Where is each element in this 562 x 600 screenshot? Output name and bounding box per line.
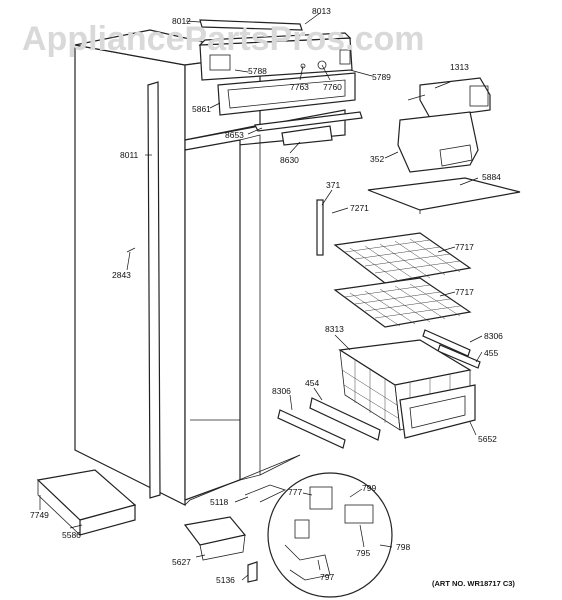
label-799: 799: [362, 483, 376, 493]
label-2843: 2843: [112, 270, 131, 280]
watermark-text: AppliancePartsPros.com: [22, 20, 424, 58]
bracket-5136: [247, 561, 258, 583]
label-795: 795: [356, 548, 370, 558]
label-8011: 8011: [120, 150, 139, 160]
label-454: 454: [305, 378, 319, 388]
label-5789: 5789: [372, 72, 391, 82]
leader-lines: [39, 12, 483, 581]
shelf-5884: [367, 177, 521, 214]
label-455: 455: [484, 348, 498, 358]
hinge-5118: [244, 484, 287, 503]
label-352: 352: [370, 154, 384, 164]
label-8012: 8012: [172, 16, 191, 26]
filter-housing-5586: [36, 469, 137, 536]
label-5884: 5884: [482, 172, 501, 182]
label-8653: 8653: [225, 130, 244, 140]
label-5861: 5861: [192, 104, 211, 114]
icemaker-1313: [407, 77, 491, 119]
label-7763: 7763: [290, 82, 309, 92]
label-8630: 8630: [280, 155, 299, 165]
part-labels: 8012 8013 5788 5789 7763 7760 1313 5861 …: [30, 6, 503, 585]
label-7760: 7760: [323, 82, 342, 92]
wire-shelf-7717-lower: [333, 277, 472, 328]
label-7717-upper: 7717: [455, 242, 474, 252]
slide-rail-454-left: [277, 397, 381, 449]
label-371: 371: [326, 180, 340, 190]
side-trim-8011: [147, 81, 161, 499]
screw-2843: [126, 247, 136, 253]
label-5586: 5586: [62, 530, 81, 540]
label-8306-right: 8306: [484, 331, 503, 341]
top-trim-8012: [199, 19, 303, 31]
label-797: 797: [320, 572, 334, 582]
label-5118: 5118: [210, 497, 229, 507]
tray-5627: [183, 516, 247, 561]
label-1313: 1313: [450, 62, 469, 72]
slide-rail-8306-right: [422, 329, 481, 369]
bracket-8653: [254, 111, 363, 146]
label-7749: 7749: [30, 510, 49, 520]
control-housing: [198, 32, 353, 81]
label-8013: 8013: [312, 6, 331, 16]
label-5788: 5788: [248, 66, 267, 76]
label-8313: 8313: [325, 324, 344, 334]
label-777: 777: [288, 487, 302, 497]
art-number: (ART NO. WR18717 C3): [432, 579, 515, 588]
shelf-support-371: [316, 199, 324, 256]
ice-bucket-352: [397, 111, 479, 173]
label-5652: 5652: [478, 434, 497, 444]
label-8306-left: 8306: [272, 386, 291, 396]
label-5627: 5627: [172, 557, 191, 567]
label-5136: 5136: [216, 575, 235, 585]
wire-shelf-7717-upper: [333, 232, 472, 284]
detail-circle: [267, 472, 393, 598]
drawer-front-5652: [399, 384, 476, 439]
label-7717-lower: 7717: [455, 287, 474, 297]
light-shield-5861: [217, 72, 356, 116]
label-7271: 7271: [350, 203, 369, 213]
label-798: 798: [396, 542, 410, 552]
